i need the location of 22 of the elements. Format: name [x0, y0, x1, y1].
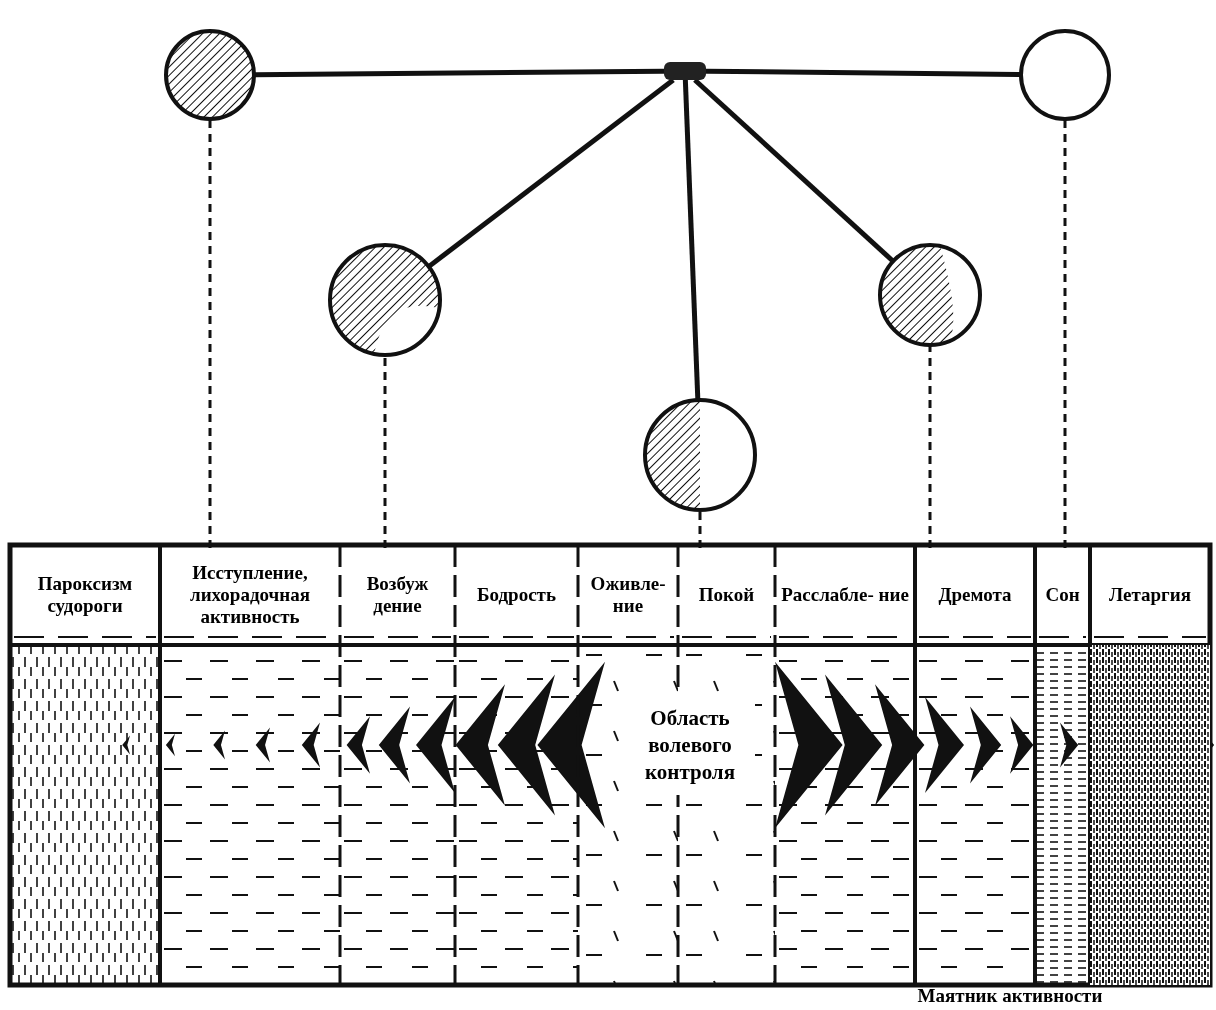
pendulum-bob [643, 398, 757, 512]
column-heading: Пароксизм судороги [36, 573, 134, 617]
column-heading: Бодрость [477, 584, 556, 606]
column-heading: Покой [698, 584, 755, 606]
column-heading: Расслабле- ние [781, 584, 909, 606]
pendulum-bob [164, 29, 256, 121]
pendulum-rod [693, 78, 895, 264]
caption: Маятник активности [916, 985, 1104, 1007]
column-heading: Возбуж дение [365, 573, 430, 617]
column-heading: Дремота [938, 584, 1012, 606]
pendulum-bob [878, 243, 982, 347]
pendulum-rod [427, 78, 675, 269]
pendulum-rod [705, 68, 1022, 78]
column-heading: Летаргия [1109, 584, 1191, 606]
column-heading: Оживле- ние [589, 573, 667, 617]
pendulum-rod [253, 68, 664, 78]
pivot [664, 62, 706, 80]
pendulum-bob [1019, 29, 1111, 121]
column-heading: Исступление, лихорадочная активность [189, 562, 311, 628]
column-heading: Сон [1045, 584, 1080, 606]
pendulum-rod [682, 79, 701, 401]
pendulum-bob [328, 243, 442, 357]
